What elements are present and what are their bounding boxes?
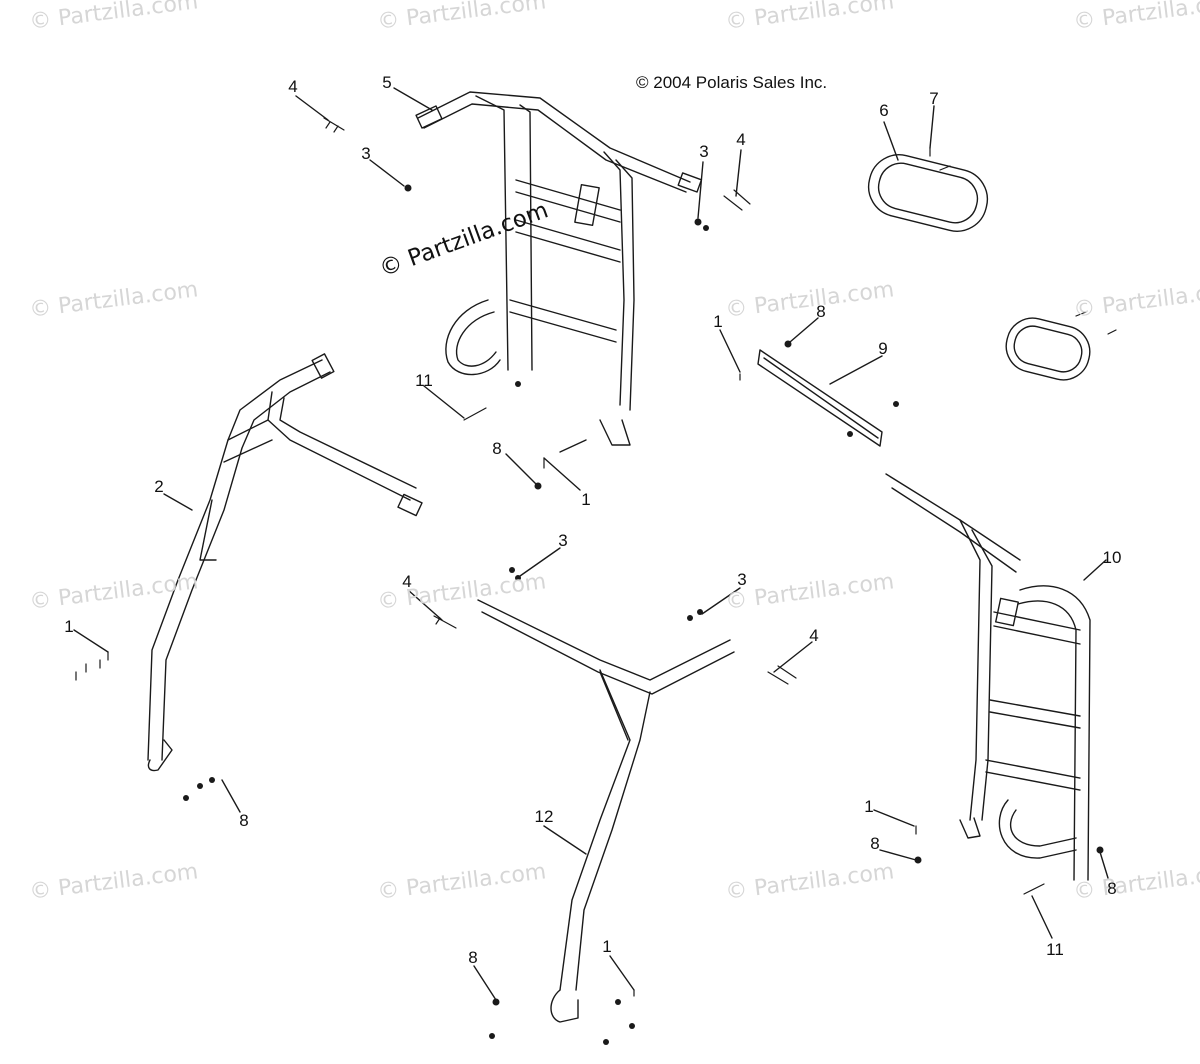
callout-4[interactable]: 4	[809, 626, 819, 645]
cross-brace-part-9	[757, 349, 883, 447]
callout-8[interactable]: 8	[870, 834, 880, 853]
pad-part-6-upper	[867, 154, 989, 232]
callout-4[interactable]: 4	[288, 77, 298, 96]
callout-1[interactable]: 1	[602, 937, 612, 956]
callout-2[interactable]: 2	[154, 477, 164, 496]
right-cab-frame-part-10	[885, 473, 1091, 881]
callout-4[interactable]: 4	[736, 130, 746, 149]
callout-7[interactable]: 7	[929, 89, 939, 108]
front-cab-frame-part-12	[477, 599, 735, 1023]
callout-8[interactable]: 8	[492, 439, 502, 458]
callout-11[interactable]: 11	[1046, 940, 1064, 959]
callout-5[interactable]: 5	[382, 73, 392, 92]
rear-cab-frame-part-5	[415, 91, 703, 446]
callout-9[interactable]: 9	[878, 339, 888, 358]
callout-8[interactable]: 8	[1107, 879, 1117, 898]
callout-1[interactable]: 1	[864, 797, 874, 816]
callout-1[interactable]: 1	[713, 312, 723, 331]
callout-4[interactable]: 4	[402, 572, 412, 591]
callout-8[interactable]: 8	[816, 302, 826, 321]
callout-6[interactable]: 6	[879, 101, 889, 120]
nuts[interactable]	[183, 184, 1104, 1046]
callout-10[interactable]: 10	[1102, 548, 1122, 567]
callout-12[interactable]: 12	[534, 807, 554, 826]
copyright-text: © 2004 Polaris Sales Inc.	[636, 73, 828, 92]
fasteners	[75, 117, 1117, 997]
callout-3[interactable]: 3	[558, 531, 568, 550]
callout-3[interactable]: 3	[361, 144, 371, 163]
left-cab-frame-part-2	[147, 353, 423, 772]
callout-11[interactable]: 11	[415, 371, 433, 390]
callout-3[interactable]: 3	[699, 142, 709, 161]
pad-part-6-lower	[1005, 317, 1091, 381]
callout-8[interactable]: 8	[239, 811, 249, 830]
callout-1[interactable]: 1	[581, 490, 591, 509]
callout-8[interactable]: 8	[468, 948, 478, 967]
callout-1[interactable]: 1	[64, 617, 74, 636]
callout-3[interactable]: 3	[737, 570, 747, 589]
leader-lines	[73, 87, 1109, 1001]
